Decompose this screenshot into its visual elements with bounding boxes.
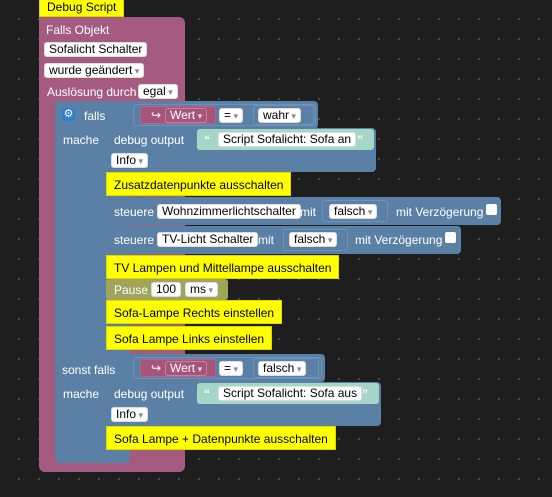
- control-object-field-1[interactable]: Wohnzimmerlichtschalter: [157, 204, 301, 219]
- comment-text: Sofa-Lampe Rechts einstellen: [114, 306, 275, 320]
- control-value-dropdown-1[interactable]: falsch: [329, 204, 378, 219]
- control-with-label-2: mit: [258, 233, 274, 247]
- comment-block[interactable]: Sofa-Lampe Rechts einstellen: [106, 300, 283, 324]
- debug-level-dropdown-1[interactable]: Info: [111, 153, 149, 168]
- bool-dropdown-1[interactable]: wahr: [258, 108, 302, 123]
- pause-label: Pause: [114, 283, 149, 297]
- trigger-object-field[interactable]: Sofalicht Schalter: [44, 42, 148, 57]
- value-dropdown-2[interactable]: Wert: [165, 361, 208, 376]
- debug-text-field-2[interactable]: Script Sofalicht: Sofa aus: [218, 386, 363, 401]
- comment-text: Zusatzdatenpunkte ausschalten: [114, 178, 284, 192]
- bool-dropdown-2[interactable]: falsch: [258, 361, 307, 376]
- if-label: falls: [84, 109, 106, 123]
- operator-dropdown-1[interactable]: =: [219, 108, 244, 123]
- comment-block[interactable]: TV Lampen und Mittellampe ausschalten: [106, 255, 340, 279]
- else-if-label: sonst falls: [62, 363, 116, 377]
- comment-block[interactable]: Sofa Lampe Links einstellen: [106, 326, 273, 350]
- return-arrow-icon: ↪: [151, 361, 162, 375]
- debug-text-field-1[interactable]: Script Sofalicht: Sofa an: [218, 132, 357, 147]
- value-dropdown-1[interactable]: Wert: [165, 108, 208, 123]
- quote-open-icon: “: [204, 133, 210, 147]
- operator-dropdown-2[interactable]: =: [219, 361, 244, 376]
- debug-label-2: debug output: [114, 387, 185, 401]
- debug-label-1: debug output: [114, 133, 185, 147]
- gear-icon[interactable]: ⚙: [62, 108, 75, 121]
- quote-close-icon: ”: [362, 387, 368, 401]
- comment-text: Sofa Lampe + Datenpunkte ausschalten: [114, 432, 328, 446]
- control-value-dropdown-2[interactable]: falsch: [289, 232, 338, 247]
- debug-level-dropdown-2[interactable]: Info: [111, 407, 149, 422]
- control-delay-label-2: mit Verzögerung: [355, 233, 443, 247]
- control-label-1: steuere: [114, 205, 155, 219]
- comment-text: TV Lampen und Mittellampe ausschalten: [114, 261, 332, 275]
- control-delay-label-1: mit Verzögerung: [396, 205, 484, 219]
- pause-value-field[interactable]: 100: [151, 282, 182, 297]
- pause-unit-dropdown[interactable]: ms: [185, 282, 219, 297]
- delay-checkbox-2[interactable]: [445, 232, 456, 243]
- comment-text: Sofa Lampe Links einstellen: [114, 332, 265, 346]
- quote-close-icon: ”: [357, 133, 363, 147]
- return-arrow-icon: ↪: [151, 108, 162, 122]
- then-label-2: mache: [63, 387, 100, 401]
- trigger-label: Falls Objekt: [46, 23, 110, 37]
- trigger-by-dropdown[interactable]: egal: [138, 84, 178, 99]
- quote-open-icon: “: [204, 387, 210, 401]
- trigger-by-label: Auslösung durch: [47, 85, 137, 99]
- control-object-field-2[interactable]: TV-Licht Schalter: [157, 232, 259, 247]
- script-name-comment[interactable]: Debug Script: [39, 0, 125, 17]
- control-with-label-1: mit: [300, 205, 316, 219]
- then-label-1: mache: [63, 133, 100, 147]
- comment-block[interactable]: Sofa Lampe + Datenpunkte ausschalten: [106, 426, 336, 450]
- script-name: Debug Script: [47, 0, 117, 14]
- delay-checkbox-1[interactable]: [486, 204, 497, 215]
- control-label-2: steuere: [114, 233, 155, 247]
- comment-block[interactable]: Zusatzdatenpunkte ausschalten: [106, 172, 292, 196]
- trigger-condition-dropdown[interactable]: wurde geändert: [44, 63, 145, 78]
